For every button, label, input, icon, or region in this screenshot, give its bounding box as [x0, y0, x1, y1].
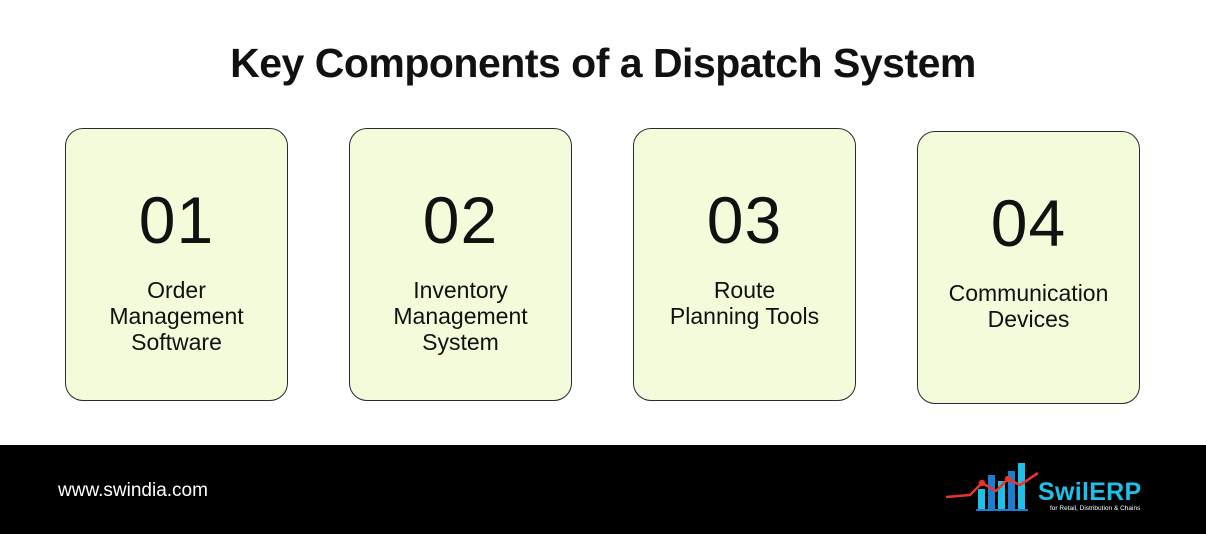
component-label: Route Planning Tools	[669, 277, 820, 329]
component-card-4: 04 Communication Devices	[917, 131, 1140, 404]
swilerp-logo: SwilERP for Retail, Distribution & Chain…	[946, 459, 1156, 519]
component-number: 02	[422, 183, 499, 257]
component-number: 01	[138, 183, 215, 257]
logo-wordmark: SwilERP	[1038, 478, 1142, 506]
component-label: Inventory Management System	[393, 277, 528, 355]
footer-bar: www.swindia.com SwilERP for Retail, Dist…	[0, 445, 1206, 534]
component-card-3: 03 Route Planning Tools	[633, 128, 856, 401]
logo-tagline: for Retail, Distribution & Chains	[1050, 505, 1141, 512]
component-card-1: 01 Order Management Software	[65, 128, 288, 401]
component-card-2: 02 Inventory Management System	[349, 128, 572, 401]
website-link[interactable]: www.swindia.com	[58, 480, 208, 501]
bar-chart-growth-icon	[946, 463, 1039, 511]
component-label: Order Management Software	[109, 277, 244, 355]
component-number: 04	[990, 186, 1067, 260]
page-title: Key Components of a Dispatch System	[230, 40, 976, 86]
component-label: Communication Devices	[948, 280, 1109, 332]
component-number: 03	[706, 183, 783, 257]
